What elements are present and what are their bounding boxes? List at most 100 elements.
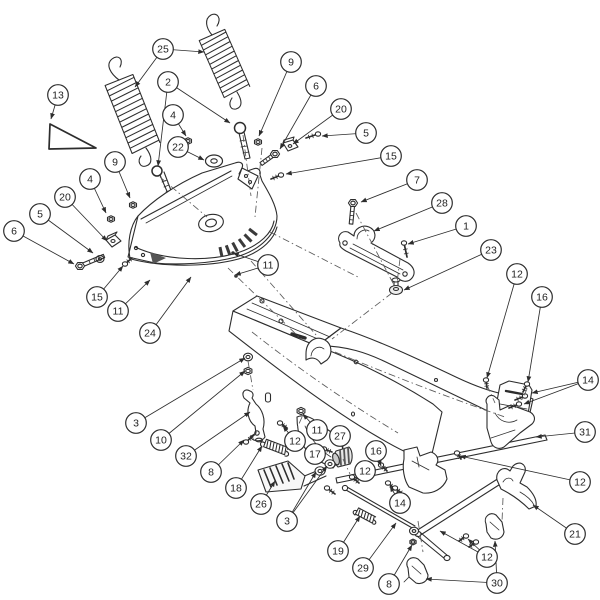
- callout-number: 30: [491, 578, 503, 590]
- callout-balloon-12: 12: [569, 471, 591, 493]
- lever-bracket-28: [338, 225, 415, 282]
- hanger-bracket-31: [485, 395, 535, 449]
- screw-icon: [270, 172, 285, 181]
- callout-balloon-8: 8: [200, 461, 222, 483]
- leader-line: [279, 85, 317, 150]
- tension-spring-right-icon: [198, 13, 251, 110]
- callout-balloon-14: 14: [389, 492, 411, 514]
- callout-balloon-27: 27: [329, 425, 351, 447]
- washer-22-icon: [204, 154, 224, 168]
- callout-balloon-15: 15: [86, 286, 108, 308]
- callout-number: 20: [335, 104, 347, 116]
- callout-balloon-12: 12: [354, 460, 376, 482]
- hanger-bracket-mid: [402, 446, 448, 494]
- callout-number: 31: [579, 427, 591, 439]
- leader-line: [160, 370, 246, 441]
- callout-balloon-12: 12: [284, 430, 306, 452]
- eyebolt-right-icon: [233, 121, 251, 160]
- callout-balloon-3: 3: [276, 510, 298, 532]
- frame-weldment: [228, 295, 548, 494]
- callout-balloon-20: 20: [54, 186, 76, 208]
- callout-number: 17: [309, 449, 321, 461]
- callout-balloon-13: 13: [47, 84, 69, 106]
- leader-line: [156, 81, 169, 167]
- callout-number: 12: [481, 552, 493, 564]
- callout-number: 3: [133, 418, 139, 430]
- leader-line: [39, 213, 94, 254]
- hex-nut-icon: [128, 201, 138, 209]
- leader-line: [258, 61, 292, 137]
- callout-number: 29: [357, 563, 369, 575]
- leader-line: [403, 249, 492, 291]
- assembly-centerlines: [159, 134, 528, 553]
- callout-balloon-5: 5: [29, 203, 51, 225]
- hex-nut-icon: [106, 215, 116, 223]
- screw-icon: [121, 257, 133, 267]
- callout-balloon-10: 10: [150, 429, 172, 451]
- callout-balloon-5: 5: [355, 122, 377, 144]
- screw-icon: [482, 377, 490, 389]
- screw-icon: [323, 485, 336, 495]
- callout-balloon-20: 20: [330, 98, 352, 120]
- callout-balloon-4: 4: [79, 168, 101, 190]
- leader-line: [185, 411, 251, 457]
- callout-balloon-2: 2: [157, 71, 179, 93]
- callout-number: 14: [394, 498, 406, 510]
- callout-balloon-22: 22: [167, 136, 189, 158]
- wedge-part-icon: [48, 123, 97, 150]
- screw-icon: [276, 420, 288, 429]
- callout-number: 13: [52, 90, 64, 102]
- leader-line: [459, 454, 581, 483]
- callout-balloon-25: 25: [152, 38, 174, 60]
- callout-number: 3: [284, 516, 290, 528]
- screw-icon: [521, 381, 531, 393]
- screw-icon: [348, 474, 360, 484]
- fastener-hardware: [74, 131, 531, 548]
- leader-line: [135, 357, 246, 424]
- leader-line: [373, 202, 443, 232]
- callout-number: 32: [180, 451, 192, 463]
- callout-balloon-7: 7: [406, 169, 428, 191]
- callout-balloon-31: 31: [574, 421, 596, 443]
- leader-line: [486, 273, 518, 379]
- lift-rod-29: [341, 484, 416, 530]
- callout-balloon-32: 32: [175, 445, 197, 467]
- hex-nut-icon: [409, 538, 417, 546]
- callout-balloon-17: 17: [304, 443, 326, 465]
- callout-number: 22: [172, 142, 184, 154]
- callout-balloon-23: 23: [480, 239, 502, 261]
- leader-line: [149, 276, 192, 334]
- callout-number: 12: [289, 436, 301, 448]
- leader-line: [285, 155, 392, 176]
- callout-number: 16: [370, 446, 382, 458]
- callout-number: 12: [574, 477, 586, 489]
- callout-number: 4: [87, 174, 93, 186]
- screw-icon: [458, 533, 470, 542]
- callout-number: 11: [263, 260, 274, 272]
- callout-number: 6: [313, 81, 319, 93]
- bolt-icon: [347, 199, 359, 225]
- callout-number: 9: [112, 157, 118, 169]
- screw-icon: [508, 401, 523, 410]
- callout-balloon-11: 11: [306, 419, 328, 441]
- callout-balloon-14: 14: [577, 369, 599, 391]
- callout-number: 5: [363, 128, 369, 140]
- roller-27-icon: [332, 446, 353, 468]
- callout-balloon-6: 6: [305, 75, 327, 97]
- callout-balloon-24: 24: [139, 322, 161, 344]
- callout-number: 4: [170, 110, 176, 122]
- spacer-block-left-icon: [105, 231, 122, 248]
- lift-lever-32: [242, 389, 266, 443]
- bolt-icon: [74, 253, 106, 270]
- callout-number: 2: [165, 77, 171, 89]
- callout-balloon-9: 9: [104, 151, 126, 173]
- leader-line: [425, 576, 498, 584]
- leader-line: [167, 81, 231, 124]
- callout-number: 11: [312, 425, 323, 437]
- callout-balloon-9: 9: [280, 51, 302, 73]
- hex-nut-icon: [243, 366, 253, 376]
- callout-number: 8: [386, 579, 392, 591]
- callout-number: 27: [334, 431, 346, 443]
- screw-icon: [377, 462, 388, 472]
- callout-balloon-4: 4: [162, 104, 184, 126]
